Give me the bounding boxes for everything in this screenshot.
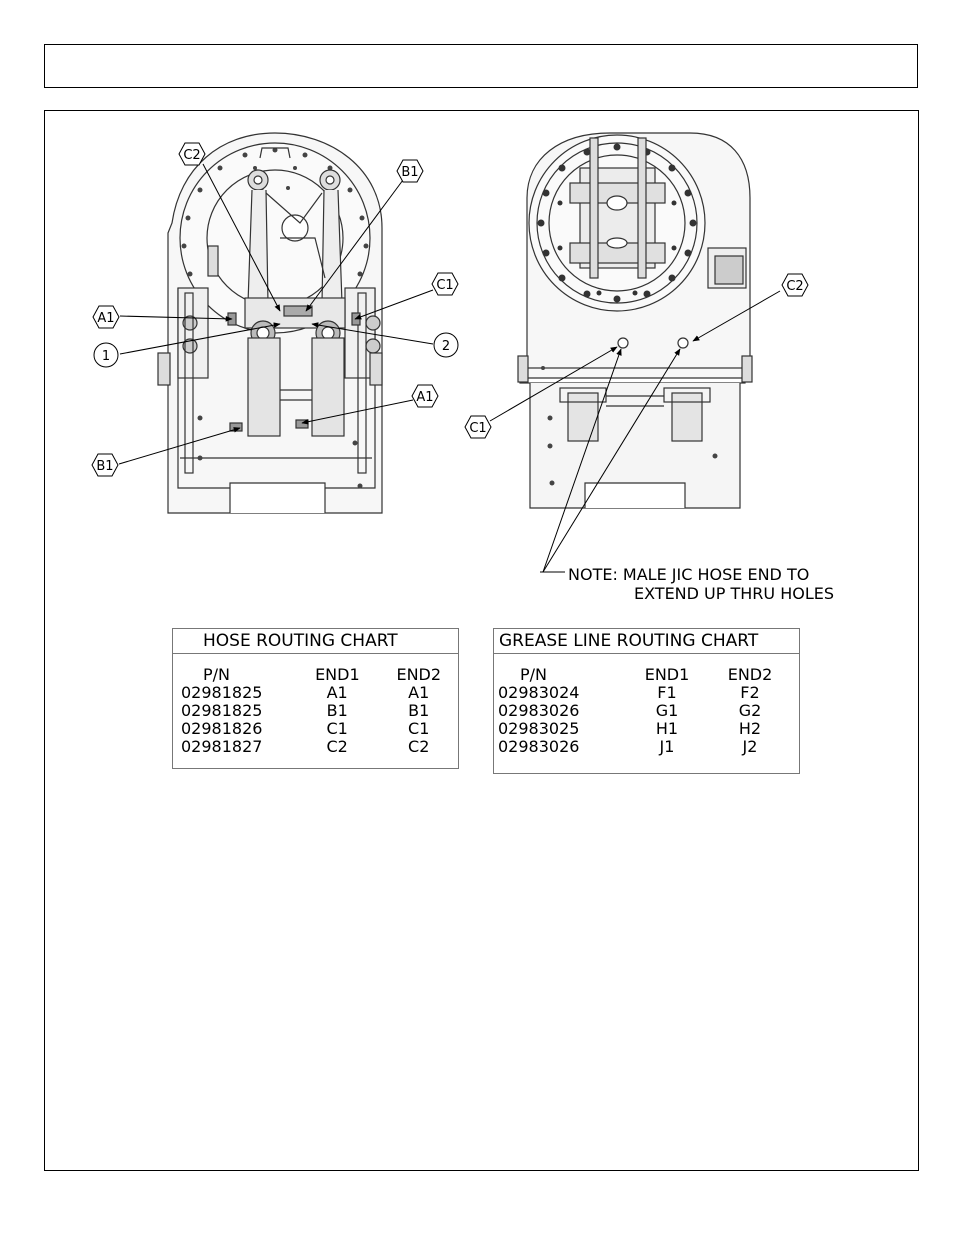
callout-b1-lower-hex [91,453,119,477]
hose-row-4-pn: 02981827 [181,737,263,756]
hose-chart-col-end2: END2 [396,665,442,684]
grease-chart-title: GREASE LINE ROUTING CHART [494,629,799,654]
table-row: 02983026 J1 J2 [494,738,799,756]
callout-a1-left: A1 [97,311,114,326]
callout-b1-top-hex [396,159,424,183]
grease-chart-col-pn: P/N [520,665,548,684]
hose-row-4-end1: C2 [326,737,348,756]
grease-row-3-pn: 02983025 [498,719,580,738]
callout-c1-right: C1 [469,421,486,436]
hose-row-4-end2: C2 [408,737,430,756]
table-row: 02981825 B1 B1 [173,702,458,720]
callout-item-2-circle [433,332,459,358]
callout-b1-lower: B1 [96,459,113,474]
callout-b1-top: B1 [401,165,418,180]
hose-chart-header: P/N END1 END2 [173,666,458,684]
table-row: 02983026 G1 G2 [494,702,799,720]
callout-c2-right: C2 [786,279,803,294]
callout-item-1: 1 [102,349,110,364]
grease-chart-header: P/N END1 END2 [494,666,799,684]
hose-chart-col-pn: P/N [203,665,231,684]
grease-line-routing-chart: GREASE LINE ROUTING CHART P/N END1 END2 … [493,628,800,774]
hose-row-2-end1: B1 [326,701,348,720]
grease-row-4-end2: J2 [742,737,758,756]
table-row: 02981827 C2 C2 [173,738,458,756]
table-row: 02981826 C1 C1 [173,720,458,738]
callout-c1-left-hex [431,272,459,296]
table-row: 02983024 F1 F2 [494,684,799,702]
grease-row-1-end1: F1 [657,683,677,702]
hose-row-1-pn: 02981825 [181,683,263,702]
callout-a1-left-hex [92,305,120,329]
grease-chart-col-end2: END2 [727,665,773,684]
leader-lines [118,163,781,573]
table-row: 02981825 A1 A1 [173,684,458,702]
grease-row-1-pn: 02983024 [498,683,580,702]
hose-routing-chart: HOSE ROUTING CHART P/N END1 END2 0298182… [172,628,459,769]
callout-c2-left-hex [178,142,206,166]
grease-row-4-end1: J1 [659,737,675,756]
note-line-1: NOTE: MALE JIC HOSE END TO [568,565,809,584]
callout-a1-lower-hex [411,384,439,408]
grease-row-1-end2: F2 [740,683,760,702]
callout-item-1-circle [93,342,119,368]
grease-chart-col-end1: END1 [644,665,690,684]
grease-row-3-end1: H1 [655,719,679,738]
grease-row-2-end2: G2 [738,701,762,720]
hose-row-2-end2: B1 [408,701,430,720]
callout-a1-lower: A1 [416,390,433,405]
grease-row-2-pn: 02983026 [498,701,580,720]
main-frame [44,110,919,1171]
callout-c1-right-hex [464,415,492,439]
hose-row-1-end1: A1 [326,683,348,702]
table-row: 02983025 H1 H2 [494,720,799,738]
hose-chart-title: HOSE ROUTING CHART [173,629,458,654]
grease-row-2-end1: G1 [655,701,679,720]
hose-row-3-end2: C1 [408,719,430,738]
grease-row-4-pn: 02983026 [498,737,580,756]
callout-c1-left: C1 [436,278,453,293]
hose-row-2-pn: 02981825 [181,701,263,720]
hose-row-1-end2: A1 [408,683,430,702]
callout-item-2: 2 [442,339,450,354]
note-line-2: EXTEND UP THRU HOLES [634,584,834,603]
hose-chart-col-end1: END1 [315,665,360,684]
hose-routing-drawing: C2 B1 C1 A1 1 2 A1 B1 C2 C1 NOTE: MALE J… [91,132,834,603]
hose-row-3-pn: 02981826 [181,719,263,738]
grease-row-3-end2: H2 [738,719,762,738]
callout-c2-left: C2 [183,148,200,163]
hose-row-3-end1: C1 [326,719,348,738]
right-assembly-view [517,132,753,509]
left-assembly-view [157,132,383,514]
callout-c2-right-hex [781,273,809,297]
page-header-box [44,44,918,88]
